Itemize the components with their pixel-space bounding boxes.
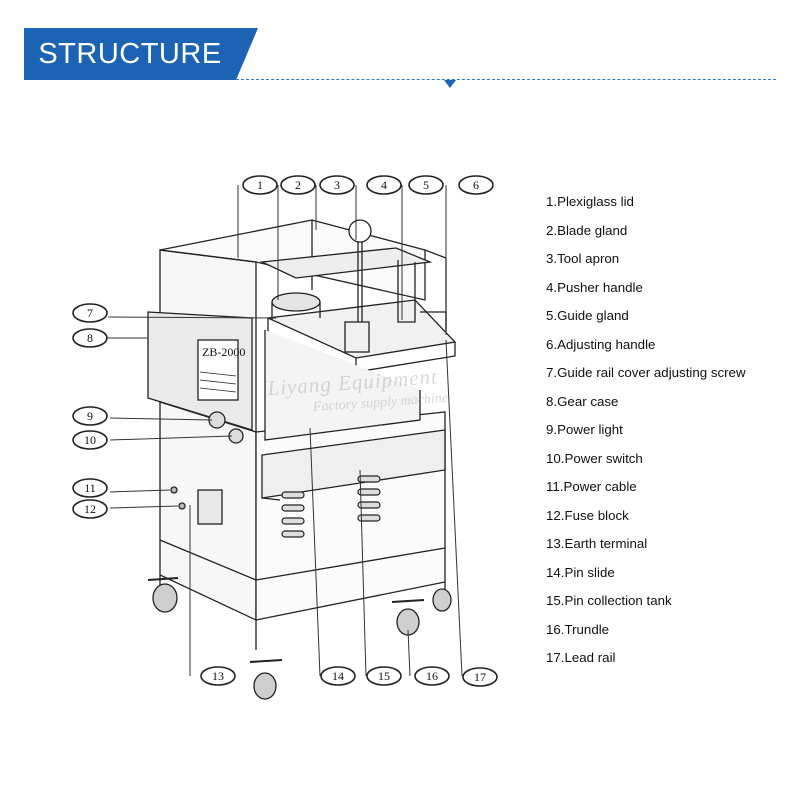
callout-label: 1: [257, 178, 263, 192]
callout-8: 8: [72, 328, 108, 348]
legend-item: 13.Earth terminal: [546, 536, 648, 551]
callout-12: 12: [72, 499, 108, 519]
legend-item: 15.Pin collection tank: [546, 593, 672, 608]
callout-label: 3: [334, 178, 340, 192]
legend-item: 3.Tool apron: [546, 251, 620, 266]
callout-label: 2: [295, 178, 301, 192]
legend-item: 5.Guide gland: [546, 308, 629, 323]
callout-15: 15: [366, 666, 402, 686]
callout-label: 4: [381, 178, 387, 192]
legend-item: 16.Trundle: [546, 621, 610, 637]
legend-item: 6.Adjusting handle: [546, 336, 656, 352]
legend-item: 8.Gear case: [546, 393, 619, 409]
callout-16: 16: [414, 666, 450, 686]
header-divider: [236, 79, 776, 80]
leader-lines: [107, 185, 463, 677]
legend-item: 17.Lead rail: [546, 650, 616, 665]
callout-5: 5: [408, 175, 444, 195]
banner-tail: [236, 28, 258, 80]
callout-17: 17: [462, 667, 498, 687]
callout-3: 3: [319, 175, 355, 195]
callout-2: 2: [280, 175, 316, 195]
callout-10: 10: [72, 430, 108, 450]
callout-label: 10: [84, 433, 96, 447]
legend-item: 14.Pin slide: [546, 564, 615, 580]
callout-11: 11: [72, 478, 108, 498]
panel-model-text: ZB-2000: [202, 345, 245, 359]
callout-label: 6: [473, 178, 479, 192]
callout-label: 7: [87, 306, 93, 320]
callout-13: 13: [200, 666, 236, 686]
callout-label: 16: [426, 669, 438, 683]
callout-14: 14: [320, 666, 356, 686]
legend-item: 9.Power light: [546, 422, 623, 437]
callout-label: 9: [87, 409, 93, 423]
callout-label: 14: [332, 669, 344, 683]
callout-6: 6: [458, 175, 494, 195]
legend-item: 2.Blade gland: [546, 222, 628, 238]
callout-7: 7: [72, 303, 108, 323]
divider-marker-icon: [444, 80, 456, 88]
legend-item: 7.Guide rail cover adjusting screw: [546, 365, 746, 380]
callout-label: 12: [84, 502, 96, 516]
legend-item: 11.Power cable: [546, 479, 637, 494]
callout-label: 11: [84, 481, 96, 495]
callout-label: 15: [378, 669, 390, 683]
callout-4: 4: [366, 175, 402, 195]
parts-legend: 1.Plexiglass lid 2.Blade gland 3.Tool apro…: [546, 192, 796, 677]
legend-item: 4.Pusher handle: [546, 279, 643, 295]
callout-9: 9: [72, 406, 108, 426]
callout-label: 13: [212, 669, 224, 683]
callout-label: 17: [474, 670, 486, 684]
section-title: STRUCTURE: [38, 38, 222, 70]
callout-label: 8: [87, 331, 93, 345]
callout-label: 5: [423, 178, 429, 192]
section-title-banner: STRUCTURE: [24, 28, 236, 80]
callout-1: 1: [242, 175, 278, 195]
machine-drawing: ZB-2000: [147, 219, 457, 700]
legend-item: 1.Plexiglass lid: [546, 194, 634, 209]
legend-item: 12.Fuse block: [546, 507, 629, 523]
legend-item: 10.Power switch: [546, 450, 643, 466]
